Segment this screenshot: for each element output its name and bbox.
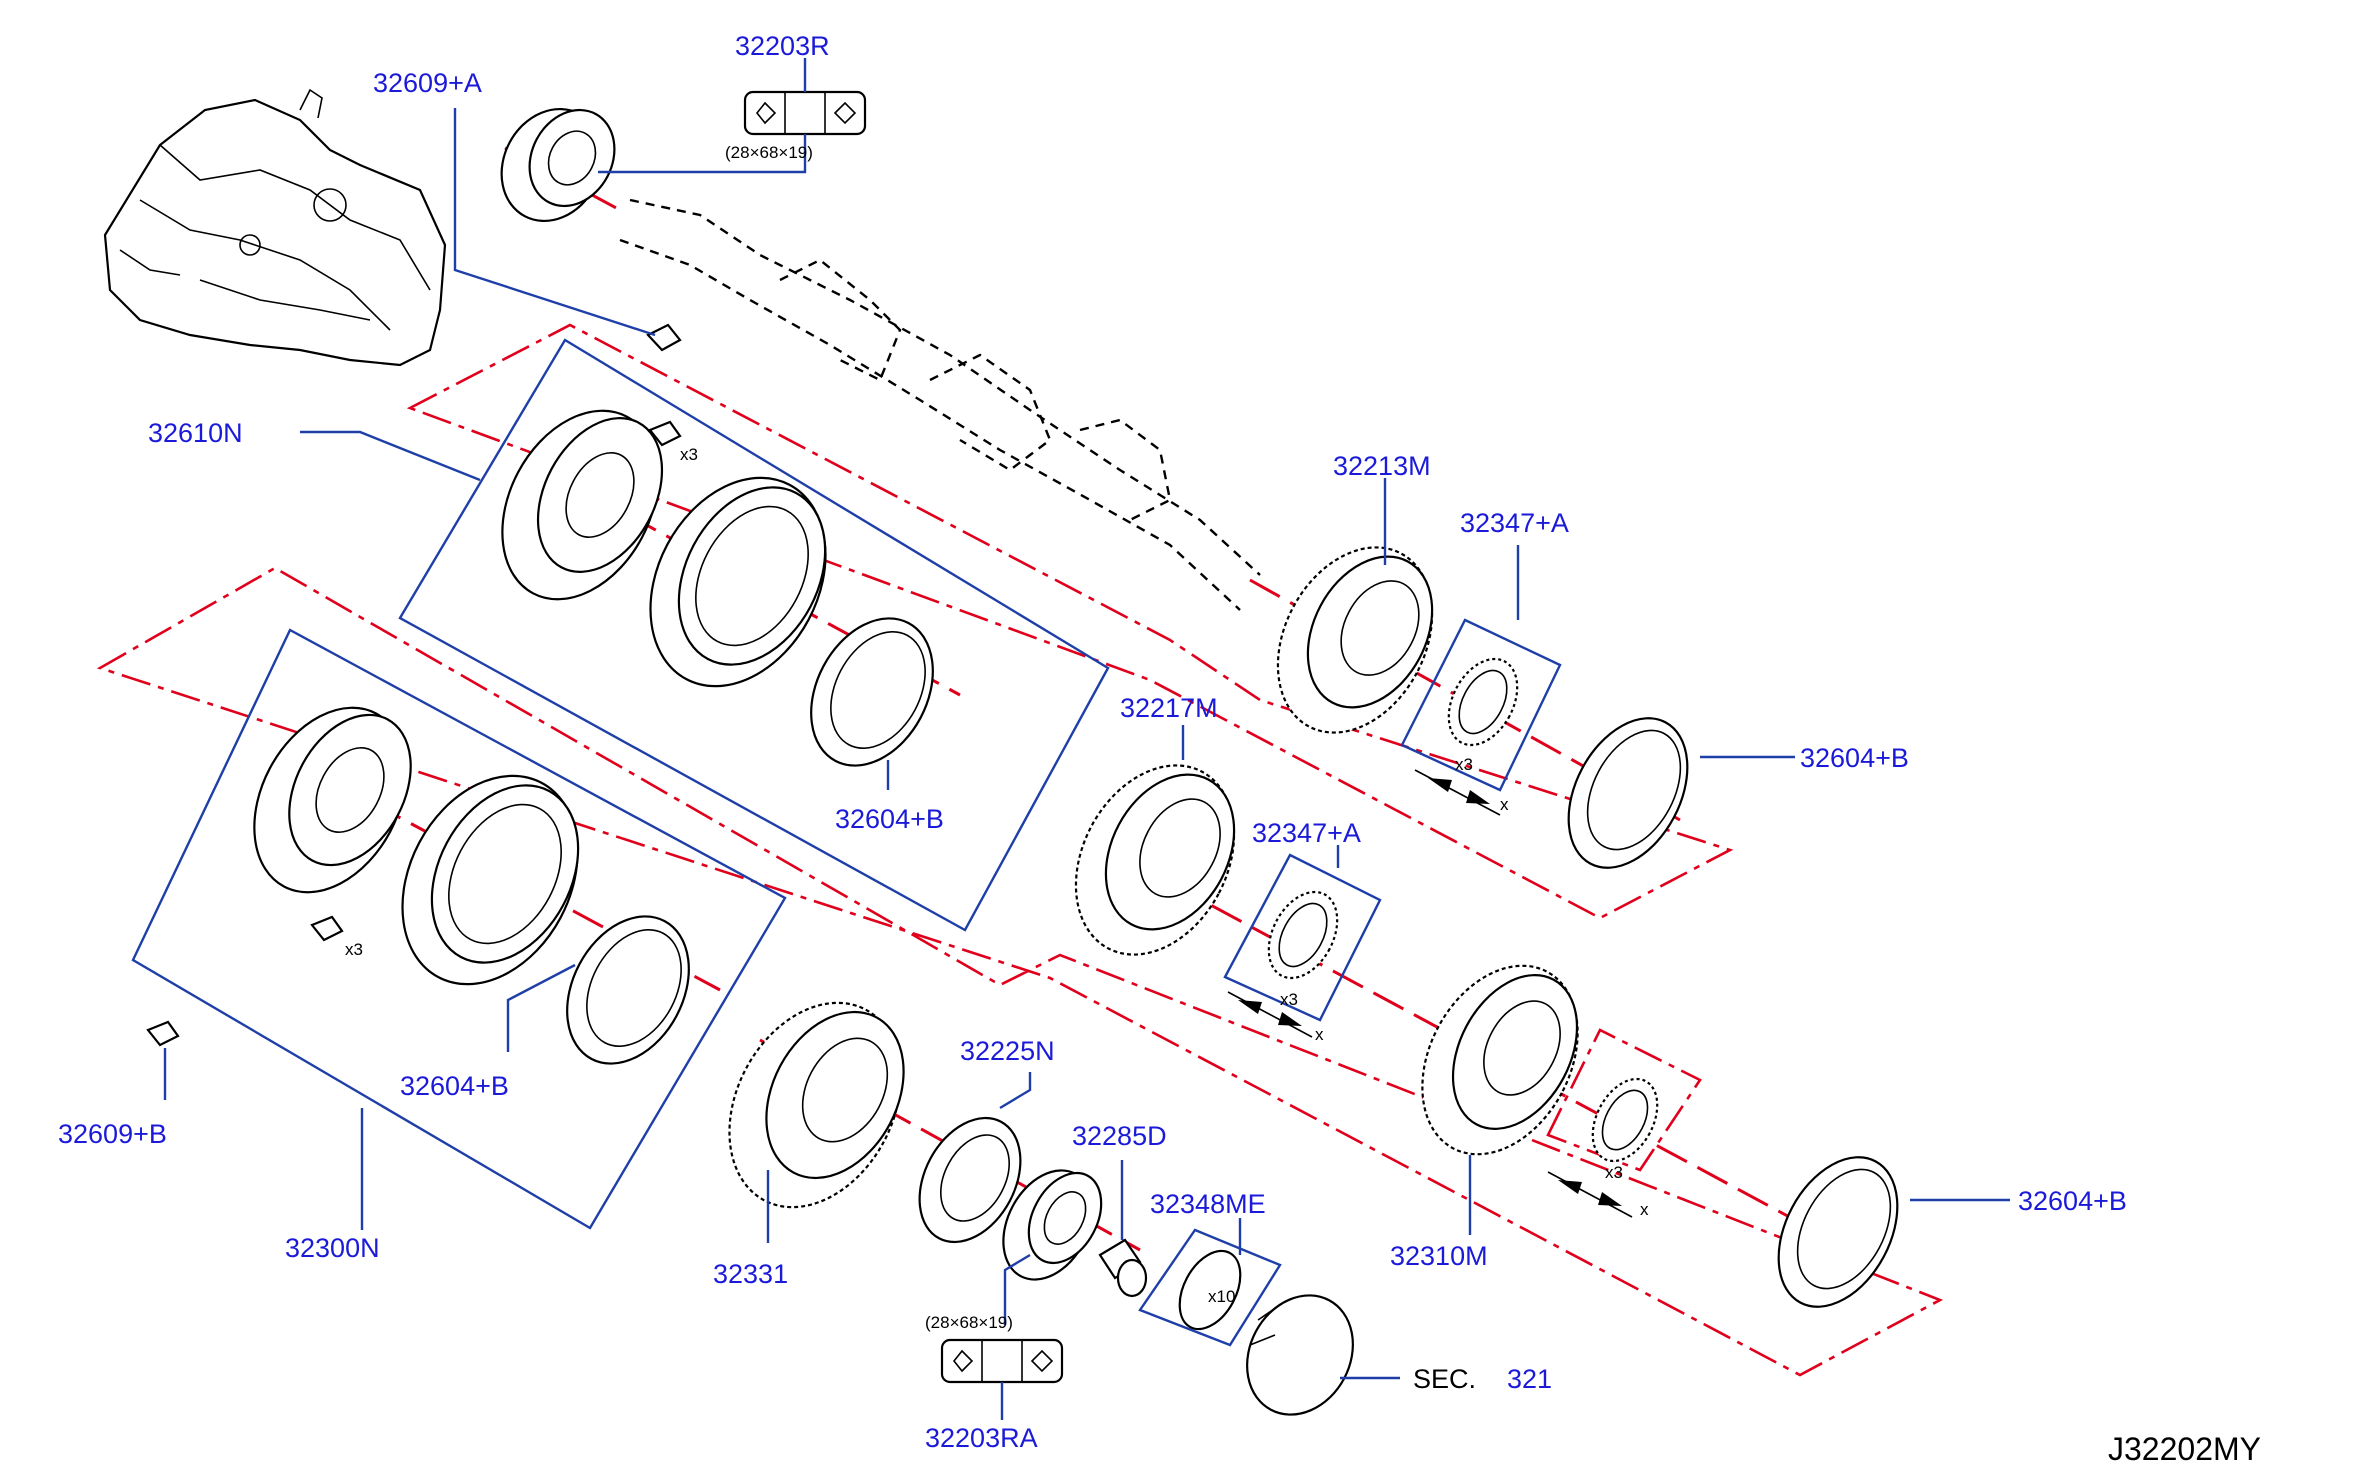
label-32348ME: 32348ME <box>1150 1189 1266 1219</box>
clip-x3-upper <box>648 420 682 447</box>
box-32300N <box>131 628 787 1230</box>
clip-32609A <box>646 323 682 352</box>
synchro-sleeve-upper <box>649 476 827 688</box>
qty-x3-lower: x3 <box>345 940 363 959</box>
needle-bearing-top <box>1447 657 1519 747</box>
clearance-arrow-top <box>1414 769 1501 816</box>
group-outline-upper <box>406 323 1734 920</box>
box-32348ME <box>1138 1228 1282 1347</box>
bearing-top <box>500 107 616 223</box>
main-shaft-ghost <box>619 198 1261 611</box>
leader-32203R <box>598 134 807 174</box>
label-32609B: 32609+B <box>58 1119 167 1149</box>
transmission-case-illustration <box>103 88 447 367</box>
label-32310M: 32310M <box>1390 1241 1488 1271</box>
label-32203R: 32203R <box>735 31 830 61</box>
gear-32331 <box>728 1001 905 1209</box>
cover-sec-321 <box>1246 1294 1354 1416</box>
leader-bearing-lower <box>1003 1253 1031 1325</box>
sec-number: 321 <box>1507 1364 1552 1394</box>
bearing-lower <box>1002 1169 1103 1281</box>
label-32300N: 32300N <box>285 1233 380 1263</box>
bearing-size-top: (28×68×19) <box>725 143 813 162</box>
synchro-ring-upper-inner <box>810 617 934 767</box>
label-32285D: 32285D <box>1072 1121 1167 1151</box>
box-32347A-mid <box>1223 853 1382 1022</box>
box-32610N <box>398 338 1110 932</box>
label-32604B-left: 32604+B <box>400 1071 509 1101</box>
sec-prefix: SEC. <box>1413 1364 1476 1394</box>
label-32347A-mid: 32347+A <box>1252 818 1361 848</box>
label-32347A-top: 32347+A <box>1460 508 1569 538</box>
diagram-code: J32202MY <box>2108 1431 2261 1467</box>
qty-x10: x10 <box>1208 1287 1235 1306</box>
qty-x3-mid: x3 <box>1280 990 1298 1009</box>
synchro-ring-right <box>1567 717 1689 869</box>
synchro-hub-lower <box>253 706 412 894</box>
needle-bearing-bottom <box>1591 1077 1659 1163</box>
clearance-arrow-bottom <box>1547 1171 1633 1218</box>
bearing-size-bottom: (28×68×19) <box>925 1313 1013 1332</box>
label-32213M: 32213M <box>1333 451 1431 481</box>
label-32609A: 32609+A <box>373 68 482 98</box>
clearance-arrow-mid <box>1227 991 1313 1038</box>
gear-32217M <box>1074 764 1236 956</box>
label-32604B-inner: 32604+B <box>835 804 944 834</box>
label-32610N: 32610N <box>148 418 243 448</box>
qty-x3-upper: x3 <box>680 445 698 464</box>
synchro-hub-upper <box>501 409 664 601</box>
synchro-ring-lower <box>566 915 690 1065</box>
leader-32225N <box>999 1072 1032 1110</box>
label-32225N: 32225N <box>960 1036 1055 1066</box>
label-32217M: 32217M <box>1120 693 1218 723</box>
clip-32609B <box>146 1020 180 1047</box>
bearing-symbol-bottom <box>940 1338 1064 1384</box>
box-32347A-top <box>1400 618 1562 792</box>
gear-32213M <box>1276 546 1434 734</box>
qty-x3-bottom: x3 <box>1605 1163 1623 1182</box>
leader-32610N <box>300 430 481 482</box>
label-32604B-bottom: 32604+B <box>2018 1186 2127 1216</box>
shim-32348ME <box>1178 1249 1242 1331</box>
label-32604B-right: 32604+B <box>1800 743 1909 773</box>
label-32203RA: 32203RA <box>925 1423 1038 1453</box>
clip-x3-lower <box>310 915 344 942</box>
synchro-ring-bottom <box>1777 1156 1899 1308</box>
bearing-symbol-top <box>743 90 867 136</box>
thrust-washer-32225N <box>918 1116 1022 1244</box>
qty-x3-top: x3 <box>1455 755 1473 774</box>
synchro-sleeve-lower <box>401 774 580 986</box>
qty-x-mid: x <box>1315 1025 1324 1044</box>
qty-x-bottom: x <box>1640 1200 1649 1219</box>
gear-32310M <box>1421 964 1579 1156</box>
needle-bearing-mid <box>1267 890 1339 980</box>
bolt-32285D <box>1098 1238 1148 1298</box>
leader-32609A <box>453 108 656 337</box>
leader-32604B-left <box>506 963 576 1052</box>
label-32331: 32331 <box>713 1259 788 1289</box>
qty-x-top: x <box>1500 795 1509 814</box>
